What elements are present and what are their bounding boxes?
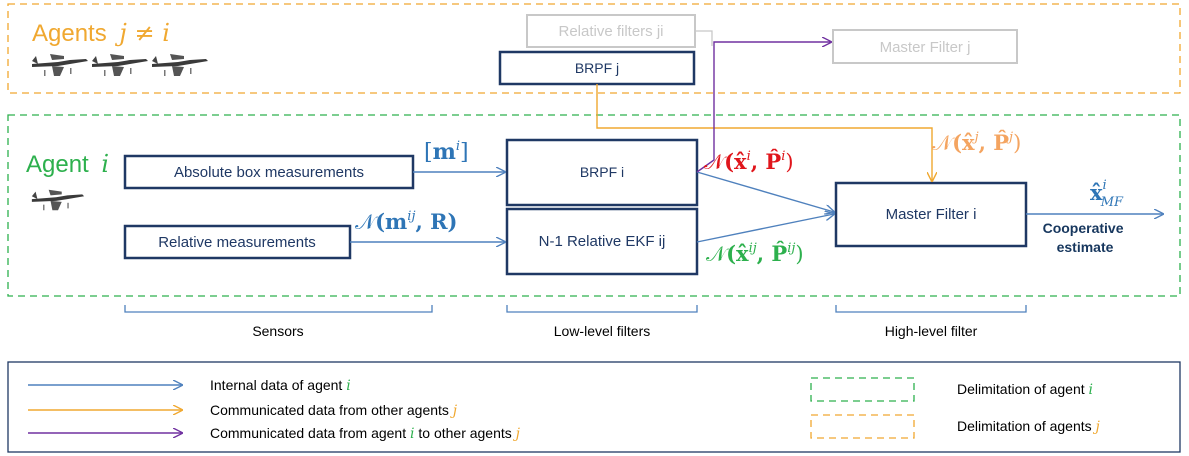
master-filter-i-label: Master Filter i [886,206,977,223]
relative-measurements-box [123,224,352,260]
agent-i-label: Agent i [26,150,109,178]
brpf-i-label: BRPF i [580,164,624,180]
legend-delim-i-swatch [810,377,915,402]
relative-ekf-label: N-1 Relative EKF ij [539,233,666,250]
low-level-bracket [506,305,698,313]
agent-i-region [7,114,1181,297]
drone-icon [32,54,88,76]
master-filter-j-box [832,29,1018,64]
relative-ekf-box [505,207,699,276]
high-level-label: High-level filter [885,323,978,339]
label-n-xij-pij: 𝒩(x̂ij, P̂ij) [706,241,804,266]
agents-j-region [7,3,1181,94]
relative-measurements-label: Relative measurements [158,234,316,251]
faded-connector [695,30,713,46]
brpf-i-box [505,138,699,207]
legend-delim-j-swatch [810,414,915,439]
drone-icon [92,54,148,76]
low-level-label: Low-level filters [554,323,650,339]
relative-filters-ji-label: Relative filters ji [558,23,663,40]
master-filter-j-label: Master Filter j [880,39,971,56]
legend-communicated-in-text: Communicated data from other agents j [210,402,458,419]
absolute-box-measurements-label: Absolute box measurements [174,164,364,181]
drone-icon [152,54,208,76]
legend-delim-j-text: Delimitation of agents j [957,418,1101,435]
sensors-label: Sensors [252,323,303,339]
cooperative-estimate-label: Cooperative estimate [1043,220,1128,255]
arrow-brpf-to-master [696,171,834,212]
arrow-brpf-j-to-master-i [596,84,932,181]
label-n-xi-pi: 𝒩(x̂i, P̂i) [704,149,794,174]
absolute-box-measurements-box [123,154,415,190]
sensors-bracket [124,305,433,313]
arrow-brpf-i-to-master-j [696,42,831,173]
relative-filters-ji-box [526,14,696,48]
legend-internal-text: Internal data of agent i [210,377,351,394]
label-n-mij-r: 𝒩(mij, R) [355,209,458,234]
legend-delim-i-text: Delimitation of agent i [957,381,1093,398]
drone-icon [31,189,85,211]
arrow-ekf-to-master [696,214,834,243]
high-level-bracket [835,305,1027,313]
legend-communicated-out-text: Communicated data from agent i to other … [210,425,521,442]
label-n-xj-pj: 𝒩(x̂j, P̂j) [932,130,1021,155]
label-m-i: [mi] [424,139,469,165]
agents-j-label: Agents j ≠ i [32,19,170,47]
brpf-j-label: BRPF j [575,60,619,76]
legend-box [7,361,1181,453]
